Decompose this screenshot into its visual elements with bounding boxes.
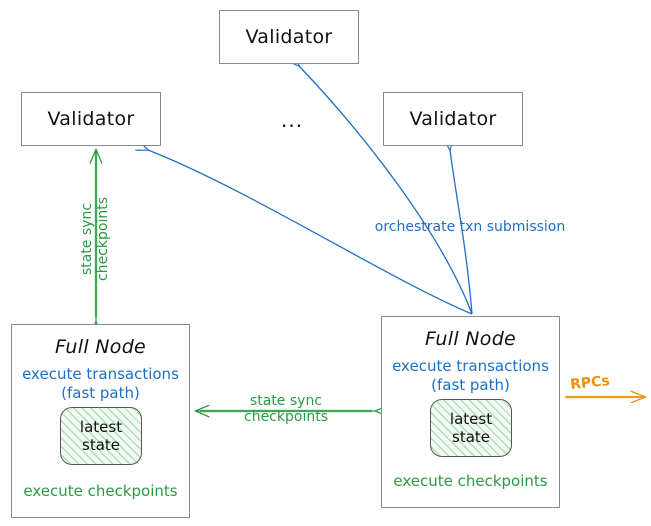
full-node-left-title: Full Node — [54, 336, 147, 358]
full-node-left-execute-checkpoints: execute checkpoints — [23, 482, 178, 500]
edge-label-rpcs: RPCs — [569, 372, 611, 394]
full-node-right-execute-checkpoints: execute checkpoints — [393, 472, 548, 490]
full-node-right-title: Full Node — [424, 328, 517, 350]
full-node-left-latest-state[interactable]: latest state — [60, 407, 142, 465]
edge-label-orchestrate: orchestrate txn submission — [374, 219, 566, 235]
validator-node-right[interactable]: Validator — [383, 92, 523, 146]
validator-left-label: Validator — [47, 108, 135, 130]
full-node-right-latest-state[interactable]: latest state — [430, 399, 512, 457]
validator-right-label: Validator — [409, 108, 497, 130]
state-sync-vertical-line2: checkpoints — [95, 197, 111, 281]
full-node-left-state-line1: latest — [79, 418, 123, 436]
full-node-right-state-line1: latest — [449, 410, 493, 428]
validator-node-left[interactable]: Validator — [21, 92, 161, 146]
edge-label-state-sync-horizontal: state sync checkpoints — [226, 393, 346, 425]
full-node-right[interactable]: Full Node execute transactions (fast pat… — [381, 316, 560, 508]
full-node-left-execute-transactions: execute transactions (fast path) — [12, 365, 189, 403]
full-node-left-exec-line2: (fast path) — [61, 384, 140, 402]
full-node-right-execute-transactions: execute transactions (fast path) — [382, 357, 559, 395]
full-node-left[interactable]: Full Node execute transactions (fast pat… — [11, 324, 190, 518]
state-sync-horizontal-line1: state sync — [249, 393, 323, 409]
full-node-right-exec-line1: execute transactions — [392, 357, 549, 375]
full-node-left-state-line2: state — [82, 436, 120, 454]
full-node-left-exec-line1: execute transactions — [22, 365, 179, 383]
validator-top-label: Validator — [245, 26, 333, 48]
edge-label-state-sync-vertical: state sync checkpoints — [79, 189, 113, 289]
full-node-right-exec-line2: (fast path) — [431, 376, 510, 394]
state-sync-horizontal-line2: checkpoints — [244, 409, 328, 425]
validators-ellipsis: ... — [281, 108, 304, 132]
full-node-right-state-line2: state — [452, 428, 490, 446]
state-sync-vertical-line1: state sync — [79, 202, 95, 276]
validator-node-top[interactable]: Validator — [219, 10, 359, 64]
